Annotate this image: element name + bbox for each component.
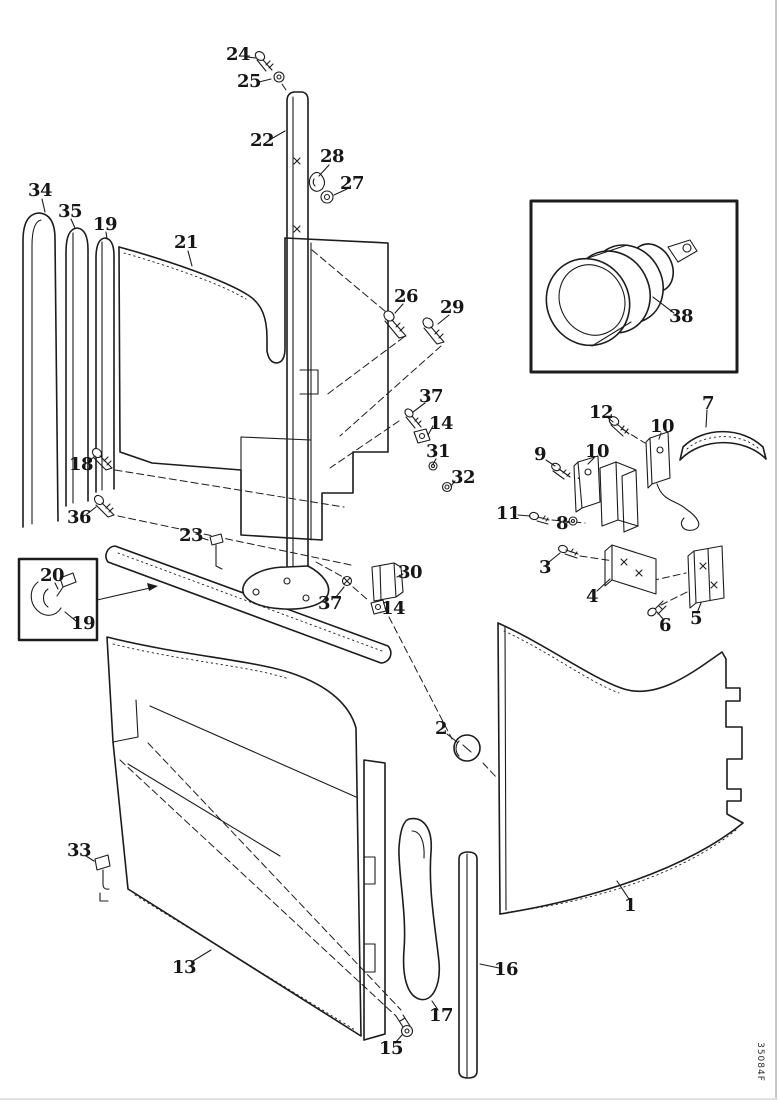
leader-lines	[41, 56, 708, 1044]
construction-lines	[114, 83, 688, 1017]
sill-strip	[105, 545, 392, 664]
trim-strip-16	[458, 851, 478, 1079]
inset-box-bottom-left	[17, 557, 158, 642]
upper-panel-21	[118, 237, 389, 541]
door-handle-17	[398, 817, 441, 1001]
left-trim-strips	[22, 212, 115, 528]
drawing-code: 35084F	[755, 1042, 765, 1082]
horn-part-38	[545, 239, 698, 347]
bracket-base-plate	[242, 565, 330, 610]
inset-box-top-right	[529, 199, 739, 374]
fasteners-and-small-parts	[91, 51, 767, 1038]
lower-panel-13	[106, 636, 362, 1037]
inner-flange-panel	[363, 759, 386, 1041]
rear-panel-1	[497, 622, 744, 915]
mount-bracket-22	[286, 91, 309, 601]
page-edge-bottom	[0, 1098, 778, 1100]
page-edge-right	[775, 0, 777, 1100]
